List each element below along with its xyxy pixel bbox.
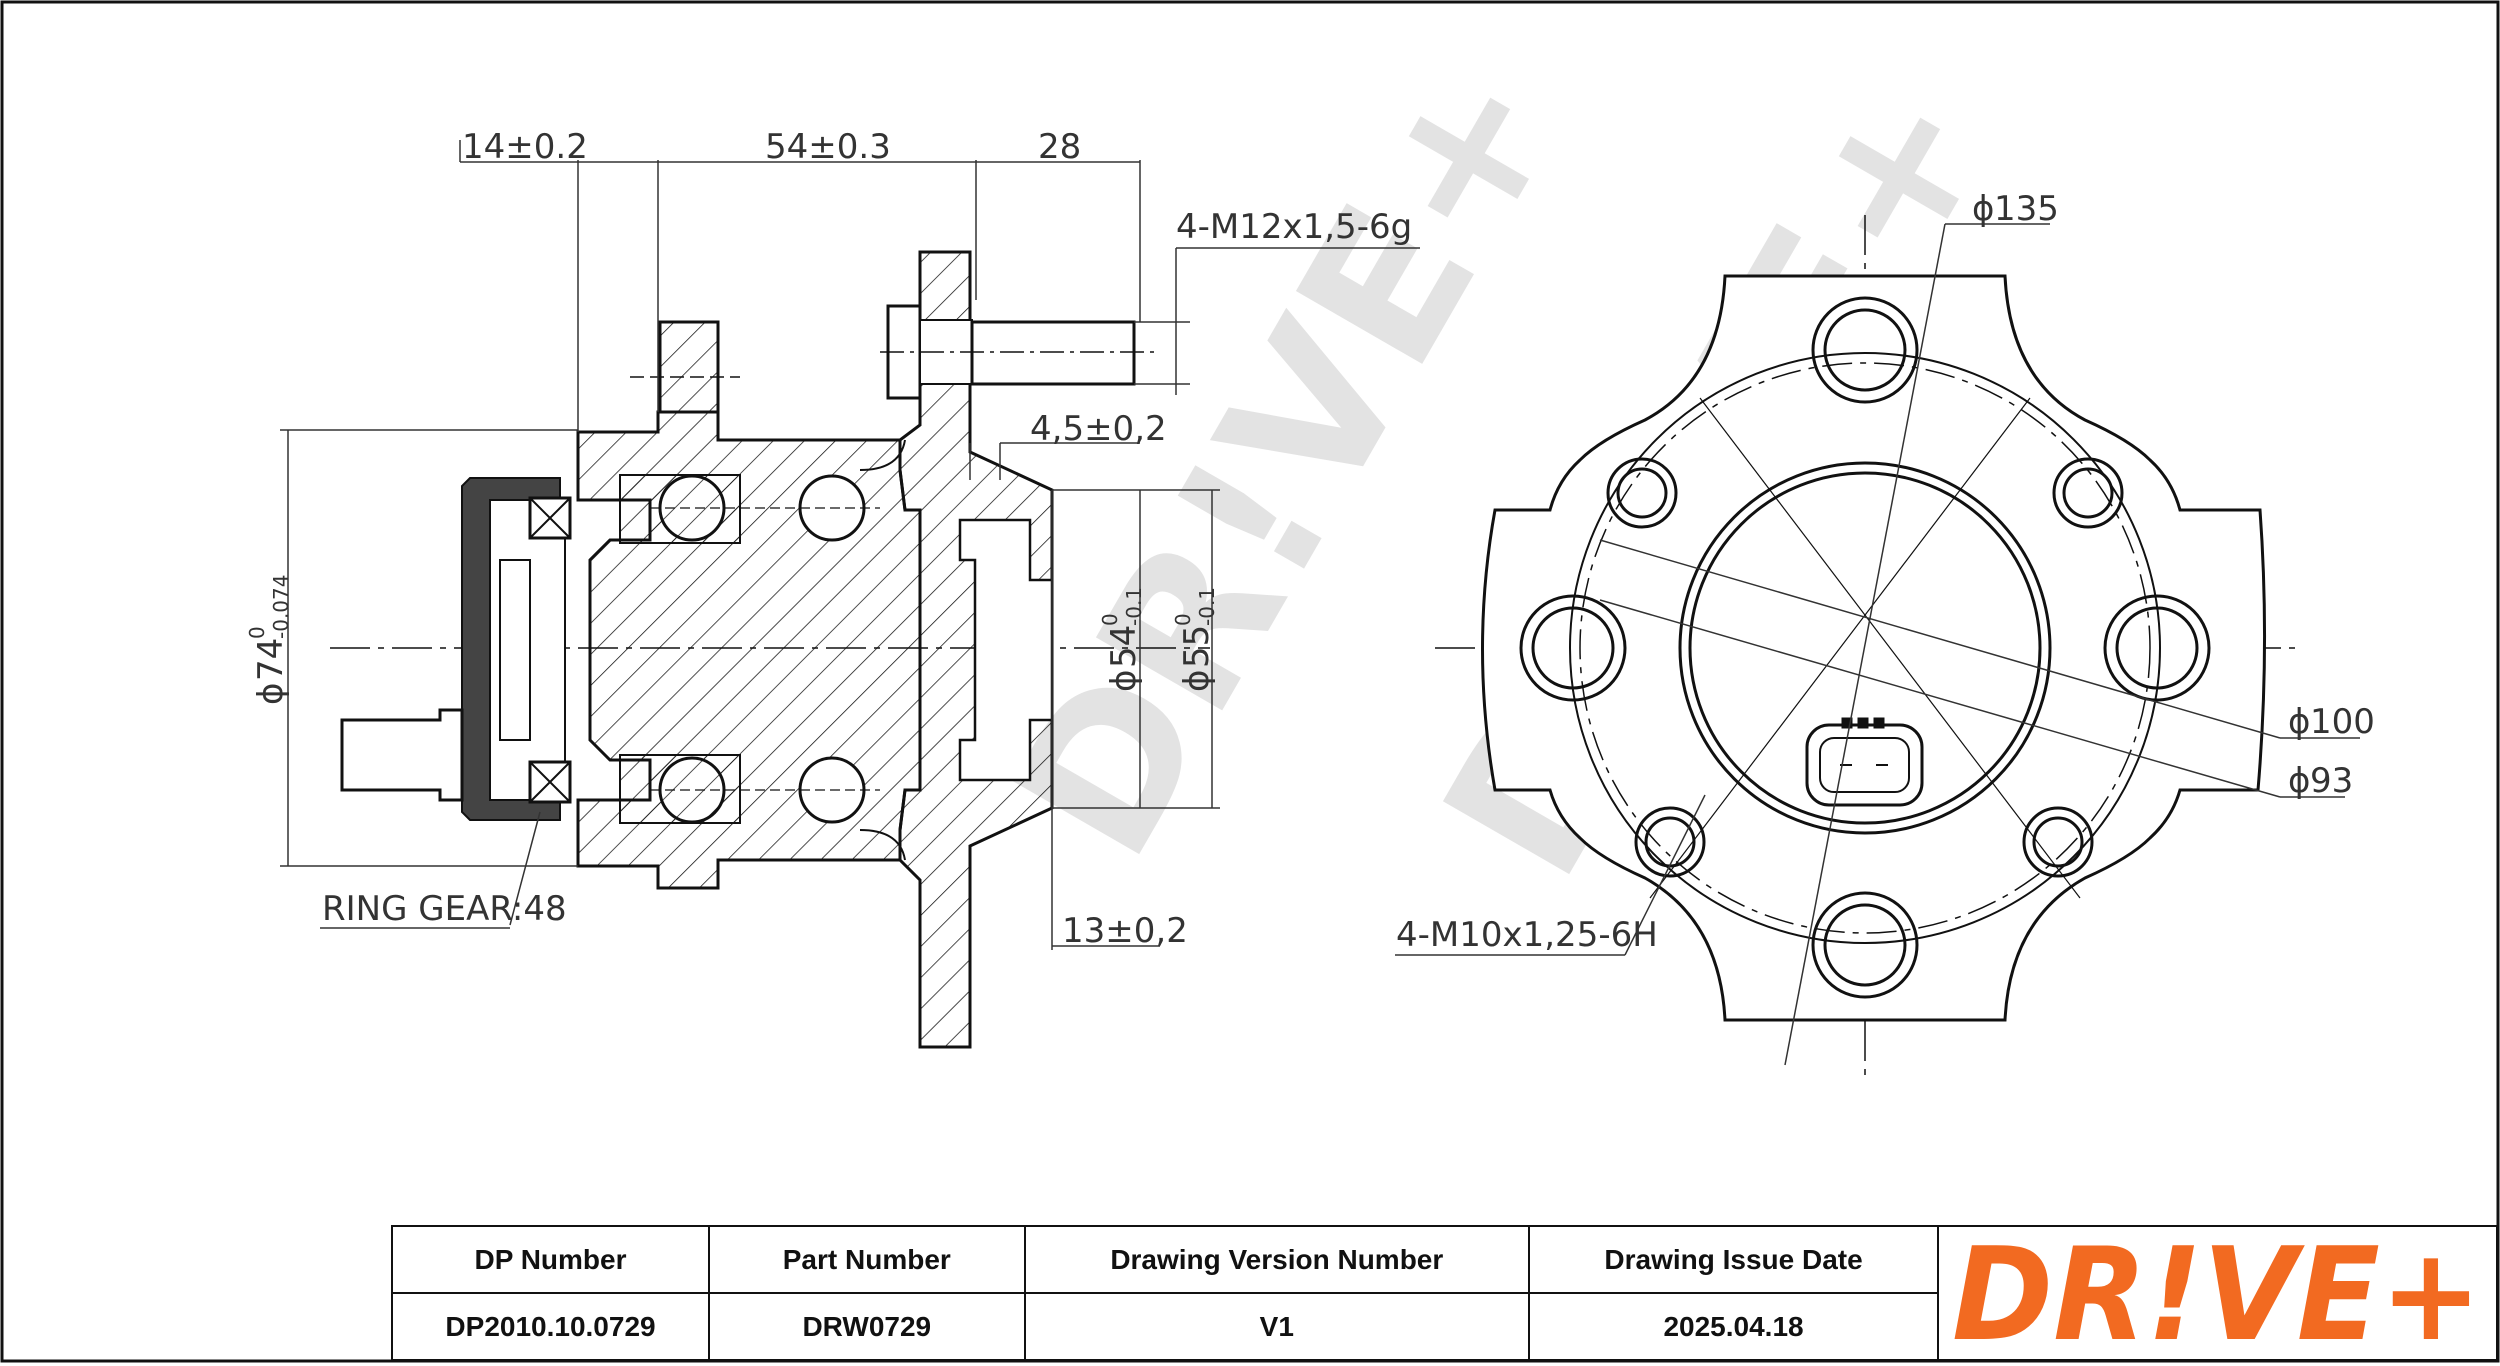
side-section-view [330,250,1210,1049]
hub-outer-circle [1678,461,2052,835]
logo-cell: DR!VE+ [1939,1221,2498,1366]
front-view [1435,215,2300,1075]
svg-text:ϕ: ϕ [2288,761,2310,801]
dim-14: 14±0.2 [462,127,588,167]
hub-bore [958,518,1054,782]
dim-stud-thread: 4-M12x1,5-6g [1176,207,1412,247]
svg-text:74: 74 [251,638,291,681]
abs-sensor-plug [340,708,464,802]
pitch-circle [1579,362,2151,934]
dim-dia55: ϕ 55 0 -0.1 [1171,587,1219,692]
dim-dia54: ϕ 54 0 -0.1 [1098,587,1146,692]
value-version: V1 [1023,1292,1531,1361]
dim-dia100: ϕ 100 [2288,702,2375,742]
svg-text:55: 55 [1177,625,1217,668]
header-version: Drawing Version Number [1023,1225,1531,1294]
logo-text: DR!VE+ [1952,1227,2482,1361]
svg-text:-0.1: -0.1 [1122,587,1146,626]
dim-dia135: ϕ 135 [1972,189,2059,229]
stud-hole-top [1811,296,1919,404]
svg-text:ϕ: ϕ [1104,670,1144,692]
dim-13: 13±0,2 [1062,911,1188,951]
svg-text:135: 135 [1994,189,2059,229]
svg-text:ϕ: ϕ [1177,670,1217,692]
title-header-row: DP Number Part Number Drawing Version Nu… [390,1225,1939,1294]
stud-hole-right [2103,594,2211,702]
svg-text:-0.1: -0.1 [1195,587,1219,626]
value-issue-date: 2025.04.18 [1528,1292,1939,1361]
svg-text:93: 93 [2310,761,2353,801]
svg-text:ϕ: ϕ [251,683,291,705]
wheel-stud-shank [970,320,1136,386]
bolt-boss [658,320,720,414]
flange-outline [1481,274,2267,1022]
title-value-row: DP2010.10.0729 DRW0729 V1 2025.04.18 [390,1292,1939,1361]
hub-inner-circle [1688,471,2042,825]
dim-4-5: 4,5±0,2 [1030,409,1167,449]
dim-ring-gear: RING GEAR:48 [322,889,567,929]
front-leader-lines [1395,223,2360,1066]
svg-text:-0.074: -0.074 [269,575,293,639]
stud-hole-left [1519,594,1627,702]
bolt-hole-br [2022,806,2094,878]
header-part-number: Part Number [708,1225,1026,1294]
inner-circle [1569,352,2161,944]
value-part-number: DRW0729 [708,1292,1026,1361]
dim-dia93: ϕ 93 [2288,761,2353,801]
svg-text:0: 0 [245,626,269,639]
svg-text:0: 0 [1171,613,1195,626]
value-dp-number: DP2010.10.0729 [390,1292,711,1361]
svg-text:100: 100 [2310,702,2375,742]
svg-text:ϕ: ϕ [1972,189,1994,229]
dim-dia74: ϕ 74 0 -0.074 [245,575,293,705]
bolt-hole-tr [2052,457,2124,529]
bolt-hole-bl [1634,806,1706,878]
side-dimension-lines [280,140,1420,950]
svg-text:ϕ: ϕ [2288,702,2310,742]
bolt-hole-tl [1606,457,1678,529]
svg-text:54: 54 [1104,625,1144,668]
stud-hole-bottom [1811,891,1919,999]
header-issue-date: Drawing Issue Date [1528,1225,1939,1294]
dim-bolt-thread: 4-M10x1,25-6H [1396,915,1658,955]
drive-logo: DR!VE+ [1952,1221,2482,1366]
dim-54: 54±0.3 [765,127,891,167]
svg-text:0: 0 [1098,613,1122,626]
title-table: DP Number Part Number Drawing Version Nu… [390,1225,1939,1361]
dim-28: 28 [1038,127,1081,167]
title-block: DP Number Part Number Drawing Version Nu… [390,1221,2500,1366]
header-dp-number: DP Number [390,1225,711,1294]
